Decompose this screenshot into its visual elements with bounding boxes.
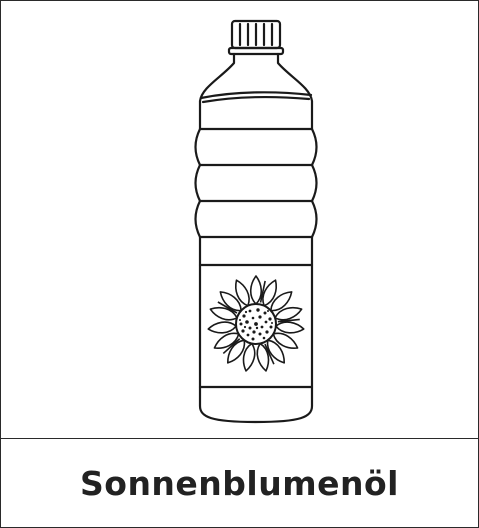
illustration-panel xyxy=(1,1,478,439)
sunflower-icon xyxy=(207,275,305,372)
oil-bottle-icon xyxy=(194,19,318,424)
caption-area: Sonnenblumenöl xyxy=(1,439,478,527)
product-name-label: Sonnenblumenöl xyxy=(80,463,399,503)
